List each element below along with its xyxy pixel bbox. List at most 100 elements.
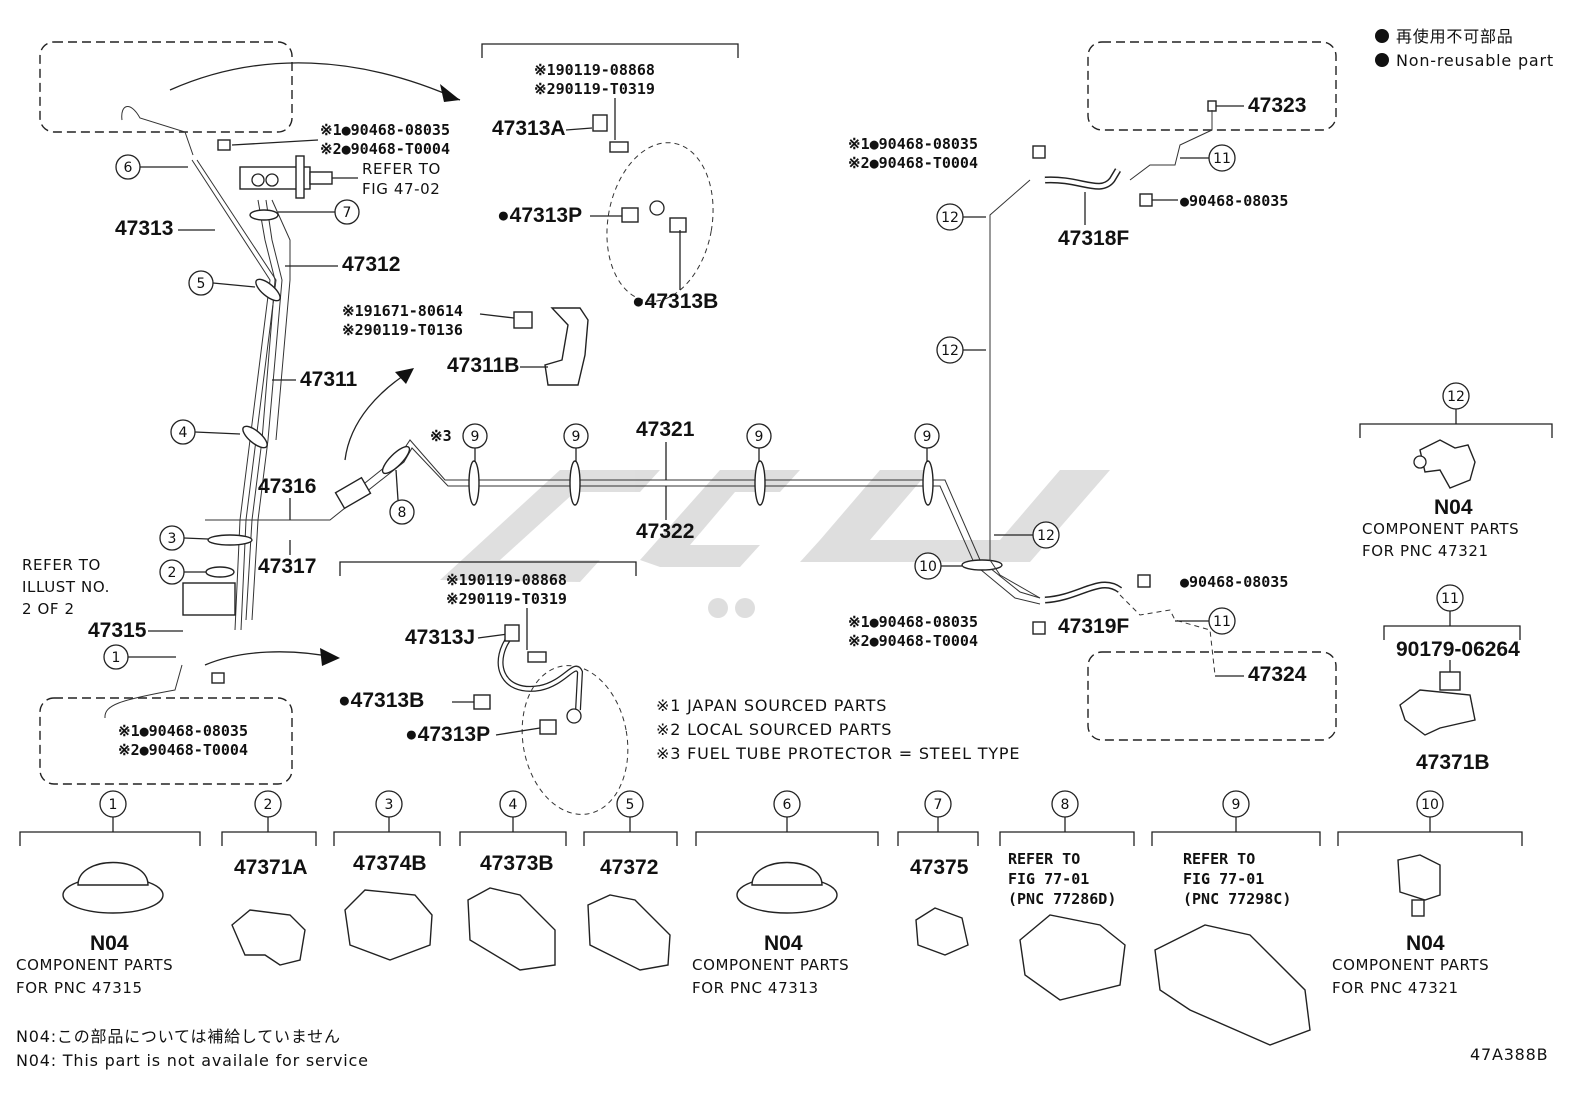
- bracket-top-center: [481, 43, 739, 58]
- refer-illust-b: ILLUST NO.: [22, 578, 110, 596]
- panel-12-desc2: FOR PNC 47321: [1362, 542, 1489, 560]
- note-2: ※2 LOCAL SOURCED PARTS: [656, 720, 892, 739]
- svg-text:2: 2: [264, 797, 273, 813]
- legend-en: Non-reusable part: [1396, 51, 1554, 70]
- svg-text:9: 9: [572, 429, 581, 445]
- panel-12: 12 N04 COMPONENT PARTS FOR PNC 47321: [1359, 382, 1553, 560]
- svg-text:FOR PNC 47313: FOR PNC 47313: [692, 979, 819, 997]
- svg-text:1: 1: [109, 797, 118, 813]
- svg-text:4: 4: [509, 797, 518, 813]
- svg-text:6: 6: [783, 797, 792, 813]
- svg-text:1: 1: [112, 650, 121, 666]
- callout-2: 2: [159, 559, 206, 585]
- refer-illust-c: 2 OF 2: [22, 600, 75, 618]
- svg-text:3: 3: [168, 531, 177, 547]
- frame-bottom-left: [39, 697, 293, 785]
- callout-9b: 9: [563, 423, 589, 462]
- code-tr2: ※2●90468-T0004: [848, 154, 978, 172]
- flex-hose-bottom: [497, 624, 584, 724]
- flex-hose-47319F: [1044, 581, 1123, 604]
- svg-text:12: 12: [941, 210, 959, 226]
- clip-icon: [217, 139, 231, 151]
- callout-11-bot: 11: [1175, 607, 1236, 635]
- bottom-10-part: N04: [1406, 932, 1445, 955]
- svg-text:8: 8: [398, 505, 407, 521]
- code-br3: ※2●90468-T0004: [848, 632, 978, 650]
- bottom-panel-1: 1 N04 COMPONENT PARTS FOR PNC 47315: [16, 790, 201, 997]
- bottom-9-ref1: REFER TO: [1183, 850, 1255, 868]
- bottom-panel-7: 7 47375: [897, 790, 979, 956]
- code-bl1: ※1●90468-08035: [118, 722, 248, 740]
- refer-illust-a: REFER TO: [22, 556, 101, 574]
- code-tr3: ●90468-08035: [1180, 192, 1288, 210]
- watermark-logo: [440, 470, 1110, 618]
- frame-top-right: [1087, 41, 1337, 131]
- clip-icon: [1137, 574, 1151, 588]
- callout-12b: 12: [936, 336, 986, 364]
- note-3: ※3 FUEL TUBE PROTECTOR = STEEL TYPE: [656, 744, 1020, 763]
- code-tl1: ※1●90468-08035: [320, 121, 450, 139]
- junction-block: [182, 582, 236, 616]
- svg-text:FOR PNC 47321: FOR PNC 47321: [1332, 979, 1459, 997]
- clip-icon: [1139, 193, 1153, 207]
- refer-4702-b: FIG 47-02: [362, 180, 440, 198]
- bottom-panel-5: 5 47372: [583, 790, 678, 971]
- svg-text:3: 3: [385, 797, 394, 813]
- bottom-8-ref2: FIG 77-01: [1008, 870, 1089, 888]
- svg-text:5: 5: [626, 797, 635, 813]
- callout-9d: 9: [914, 423, 940, 462]
- label-47318F: 47318F: [1058, 227, 1129, 250]
- master-cylinder-block: [239, 155, 333, 199]
- panel-12-desc1: COMPONENT PARTS: [1362, 520, 1519, 538]
- svg-text:11: 11: [1213, 151, 1231, 167]
- svg-text:11: 11: [1441, 591, 1459, 607]
- svg-text:11: 11: [1213, 614, 1231, 630]
- svg-text:5: 5: [197, 276, 206, 292]
- svg-text:10: 10: [919, 559, 937, 575]
- svg-text:12: 12: [941, 343, 959, 359]
- svg-text:9: 9: [1232, 797, 1241, 813]
- code-mc2: ※290119-T0136: [342, 321, 463, 339]
- flex-hose-47318F: [1044, 168, 1122, 190]
- bottom-9-ref3: (PNC 77298C): [1183, 890, 1291, 908]
- label-47316: 47316: [258, 475, 316, 498]
- label-47319F: 47319F: [1058, 615, 1129, 638]
- connector-47316: [334, 476, 372, 510]
- code-bl2: ※2●90468-T0004: [118, 741, 248, 759]
- clip-icon: [211, 672, 225, 684]
- label-47322: 47322: [636, 520, 694, 543]
- bottom-4-part: 47373B: [480, 852, 554, 875]
- callout-1: 1: [103, 644, 176, 670]
- label-47313A: 47313A: [492, 117, 566, 140]
- code-br2: ※1●90468-08035: [848, 613, 978, 631]
- label-47321: 47321: [636, 418, 695, 441]
- bracket-47311B: [513, 307, 589, 386]
- bottom-6-part: N04: [764, 932, 803, 955]
- callout-5: 5: [188, 270, 256, 296]
- label-47311B: 47311B: [447, 354, 519, 377]
- code-bc2: ※290119-T0319: [446, 590, 567, 608]
- callout-8: 8: [389, 469, 415, 525]
- svg-text:7: 7: [343, 205, 352, 221]
- svg-text:COMPONENT PARTS: COMPONENT PARTS: [1332, 956, 1489, 974]
- label-47313: 47313: [115, 217, 173, 240]
- bottom-panel-6: 6 N04 COMPONENT PARTS FOR PNC 47313: [692, 790, 879, 997]
- code-tl2: ※2●90468-T0004: [320, 140, 450, 158]
- svg-text:7: 7: [934, 797, 943, 813]
- bottom-5-part: 47372: [600, 856, 658, 879]
- svg-text:FOR PNC 47315: FOR PNC 47315: [16, 979, 143, 997]
- label-47313J: 47313J: [405, 626, 475, 649]
- callout-11-top: 11: [1180, 144, 1236, 172]
- label-47313B-bot: ●47313B: [338, 689, 424, 712]
- panel-12-part: N04: [1434, 496, 1473, 519]
- svg-text:9: 9: [471, 429, 480, 445]
- bottom-3-part: 47374B: [353, 852, 427, 875]
- bottom-panel-2: 2 47371A: [221, 790, 317, 966]
- svg-text:COMPONENT PARTS: COMPONENT PARTS: [16, 956, 173, 974]
- legend-ja: 再使用不可部品: [1396, 27, 1514, 46]
- bottom-9-ref2: FIG 77-01: [1183, 870, 1264, 888]
- code-tc1: ※190119-08868: [534, 61, 655, 79]
- code-br1: ●90468-08035: [1180, 573, 1288, 591]
- legend: 再使用不可部品 Non-reusable part: [1375, 27, 1554, 70]
- note-1: ※1 JAPAN SOURCED PARTS: [656, 696, 887, 715]
